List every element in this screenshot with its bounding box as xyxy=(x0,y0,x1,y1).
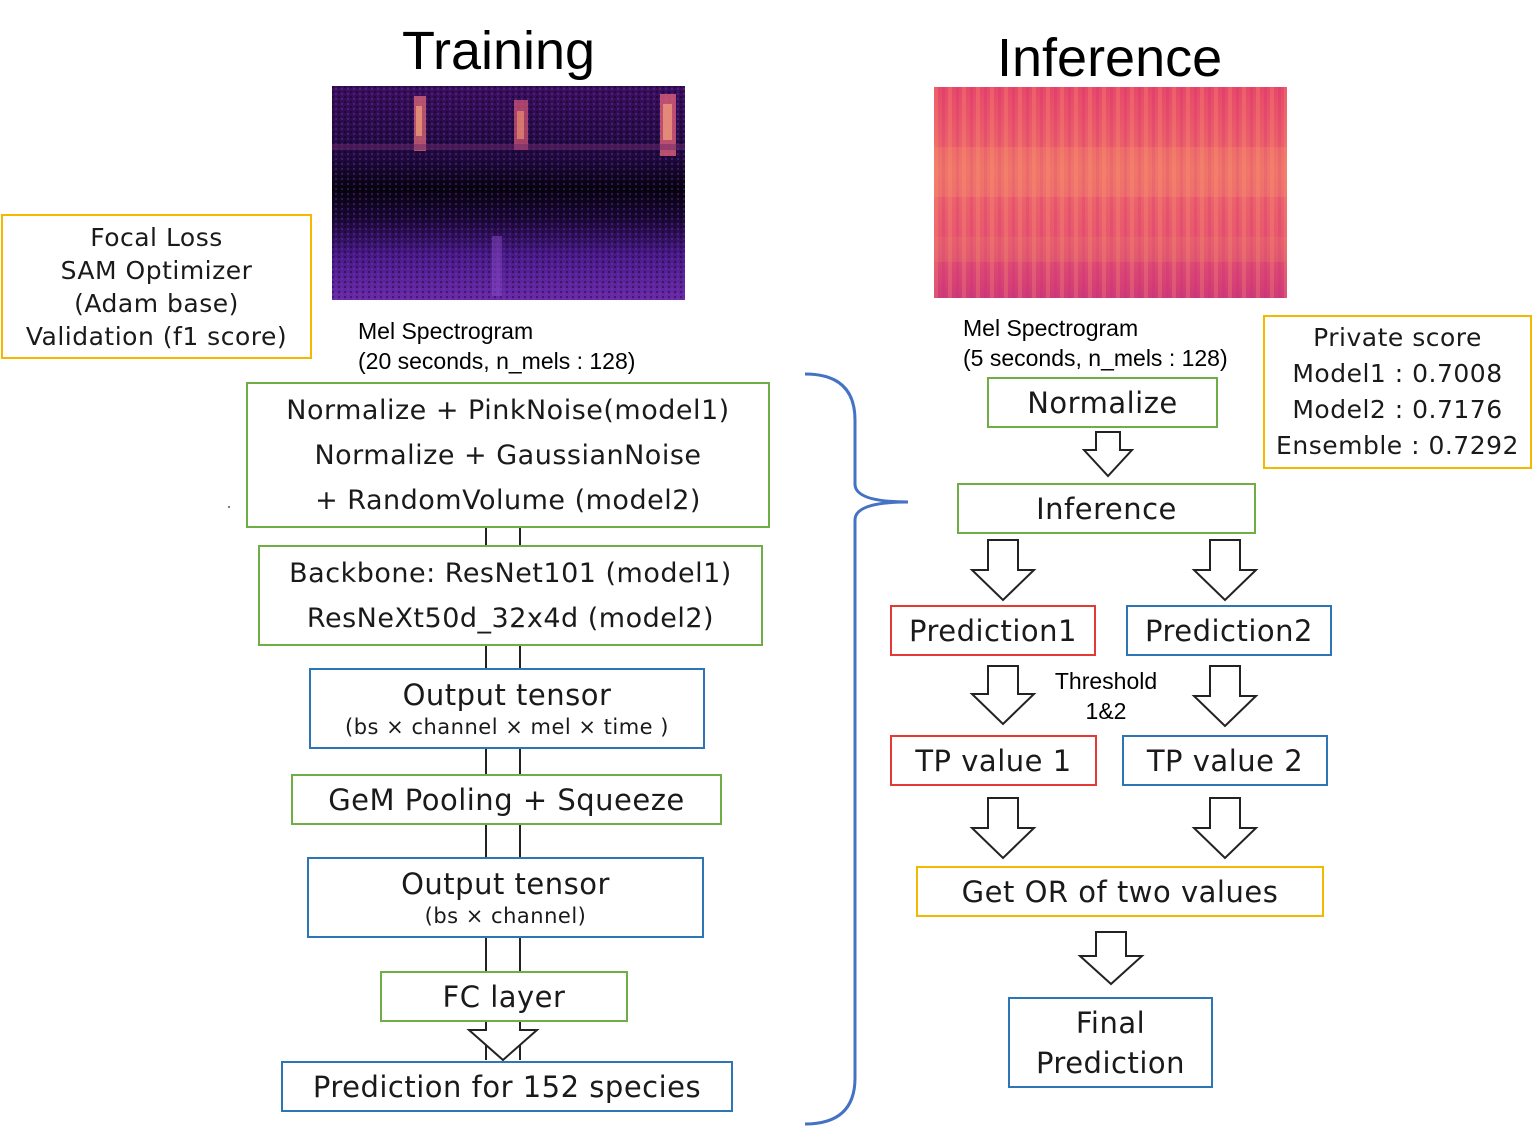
arrow-tp2-or xyxy=(1191,797,1259,860)
tp-value-2-box: TP value 2 xyxy=(1122,735,1328,786)
augmentation-box: Normalize + PinkNoise(model1) Normalize … xyxy=(246,382,770,528)
final-prediction-box: Final Prediction xyxy=(1008,997,1213,1088)
arrow-or-final xyxy=(1077,931,1145,986)
or-values-box: Get OR of two values xyxy=(916,866,1324,917)
prediction-152-box: Prediction for 152 species xyxy=(281,1061,733,1112)
gem-pooling-box: GeM Pooling + Squeeze xyxy=(291,774,722,825)
training-title: Training xyxy=(402,21,596,81)
inference-mel-spectrogram xyxy=(934,87,1287,298)
prediction1-box: Prediction1 xyxy=(890,605,1096,656)
output-tensor-2d-box: Output tensor (bs × channel) xyxy=(307,857,704,938)
arrow-pred1-tp1 xyxy=(969,665,1037,726)
arrow-inference-pred2 xyxy=(1191,539,1259,602)
inference-title: Inference xyxy=(997,28,1223,88)
normalize-box: Normalize xyxy=(987,377,1218,428)
fc-layer-box: FC layer xyxy=(380,971,628,1022)
prediction2-box: Prediction2 xyxy=(1126,605,1332,656)
arrow-normalize-inference xyxy=(1081,431,1135,478)
arrow-pred2-tp2 xyxy=(1191,665,1259,728)
loss-optimizer-box: Focal Loss SAM Optimizer (Adam base) Val… xyxy=(1,214,312,359)
private-score-box: Private score Model1 : 0.7008 Model2 : 0… xyxy=(1263,315,1532,469)
fc-down-arrow xyxy=(466,1019,540,1062)
inference-spec-caption: Mel Spectrogram (5 seconds, n_mels : 128… xyxy=(963,315,1228,371)
training-mel-spectrogram xyxy=(332,86,685,300)
group-brace xyxy=(804,372,909,1126)
arrow-tp1-or xyxy=(969,797,1037,860)
training-spec-caption: Mel Spectrogram (20 seconds, n_mels : 12… xyxy=(358,318,636,374)
stray-dot xyxy=(228,506,230,508)
inference-box: Inference xyxy=(957,483,1256,534)
tp-value-1-box: TP value 1 xyxy=(890,735,1097,786)
threshold-label: Threshold 1&2 xyxy=(1054,668,1158,724)
output-tensor-4d-box: Output tensor (bs × channel × mel × time… xyxy=(309,668,705,749)
backbone-box: Backbone: ResNet101 (model1) ResNeXt50d_… xyxy=(258,545,763,646)
arrow-inference-pred1 xyxy=(969,539,1037,602)
